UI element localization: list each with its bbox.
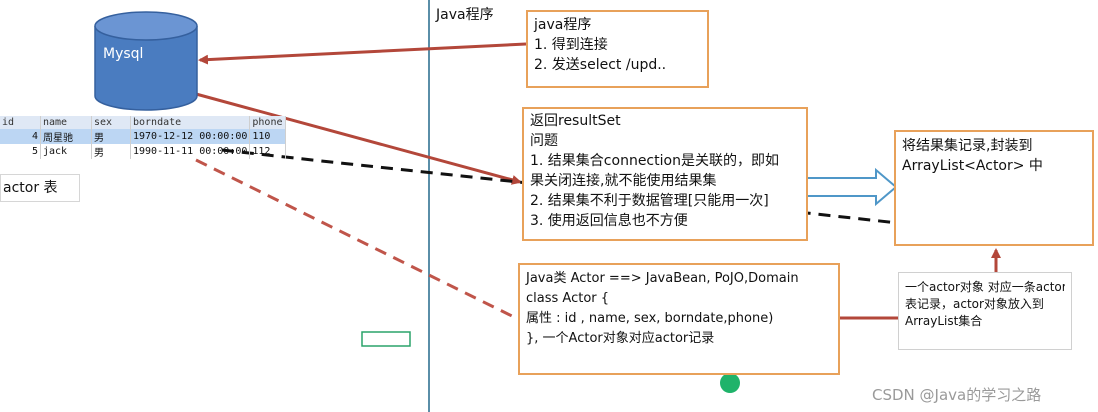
box-line: 问题 <box>530 133 558 149</box>
cell-borndate: 1990-11-11 00:00:00 <box>130 144 251 159</box>
box-line: 将结果集记录,封装到 <box>902 138 1033 154</box>
table-header-row: id name sex borndate phone <box>0 116 286 129</box>
mysql-database-icon <box>94 11 198 111</box>
col-borndate: borndate <box>130 116 251 129</box>
col-id: id <box>0 116 41 129</box>
box-line: java程序 <box>534 17 592 33</box>
col-phone: phone <box>249 116 286 129</box>
box-line: 属性 : id , name, sex, borndate,phone) <box>526 311 774 326</box>
actor-table: id name sex borndate phone 4 周星驰 男 1970-… <box>0 116 286 159</box>
note-box: 一个actor对象 对应一条actor 表记录，actor对象放入到 Array… <box>898 272 1072 350</box>
box-line: 3. 使用返回信息也不方便 <box>530 213 688 229</box>
note-line: 表记录，actor对象放入到 <box>905 297 1044 311</box>
green-dot <box>720 373 740 393</box>
hollow-arrow <box>803 167 898 207</box>
box-line: 2. 发送select /upd.. <box>534 57 667 73</box>
arrow-connect-mysql <box>198 42 527 65</box>
green-rect <box>361 331 411 347</box>
resultset-box: 返回resultSet 问题 1. 结果集合connection是关联的，即如 … <box>522 107 808 241</box>
cell-id: 4 <box>0 129 41 144</box>
arraylist-box: 将结果集记录,封装到 ArrayList<Actor> 中 <box>894 130 1094 246</box>
table-row[interactable]: 5 jack 男 1990-11-11 00:00:00 112 <box>0 144 286 159</box>
box-line: ArrayList<Actor> 中 <box>902 158 1043 174</box>
box-line: 2. 结果集不利于数据管理[只能用一次] <box>530 193 769 209</box>
cell-phone: 112 <box>249 144 286 159</box>
col-sex: sex <box>91 116 131 129</box>
watermark-text: CSDN @Java的学习之路 <box>872 386 1042 404</box>
box-line: 果关闭连接,就不能使用结果集 <box>530 173 717 189</box>
mysql-label: Mysql <box>103 46 144 62</box>
cell-phone: 110 <box>249 129 286 144</box>
box-line: Java类 Actor ==> JavaBean, PoJO,Domain <box>526 271 799 286</box>
col-name: name <box>40 116 92 129</box>
cell-name: jack <box>40 144 92 159</box>
cell-id: 5 <box>0 144 41 159</box>
divider-line <box>428 0 430 412</box>
java-program-box: java程序 1. 得到连接 2. 发送select /upd.. <box>526 10 709 88</box>
java-program-title: Java程序 <box>436 7 494 23</box>
box-line: class Actor { <box>526 291 610 306</box>
arrow-return-resultset <box>195 92 522 185</box>
box-line: 1. 结果集合connection是关联的，即如 <box>530 153 779 169</box>
box-line: 返回resultSet <box>530 113 621 129</box>
box-line: 1. 得到连接 <box>534 37 608 53</box>
table-caption: actor 表 <box>0 174 80 202</box>
dashed-line-actor <box>195 158 517 320</box>
cell-name: 周星驰 <box>40 129 92 144</box>
table-row[interactable]: 4 周星驰 男 1970-12-12 00:00:00 110 <box>0 129 286 144</box>
cell-sex: 男 <box>91 144 131 159</box>
note-line: ArrayList集合 <box>905 314 983 328</box>
cell-borndate: 1970-12-12 00:00:00 <box>130 129 251 144</box>
note-line: 一个actor对象 对应一条actor <box>905 280 1065 294</box>
cell-sex: 男 <box>91 129 131 144</box>
actor-class-box: Java类 Actor ==> JavaBean, PoJO,Domain cl… <box>518 263 840 375</box>
box-line: }, 一个Actor对象对应actor记录 <box>526 331 715 346</box>
